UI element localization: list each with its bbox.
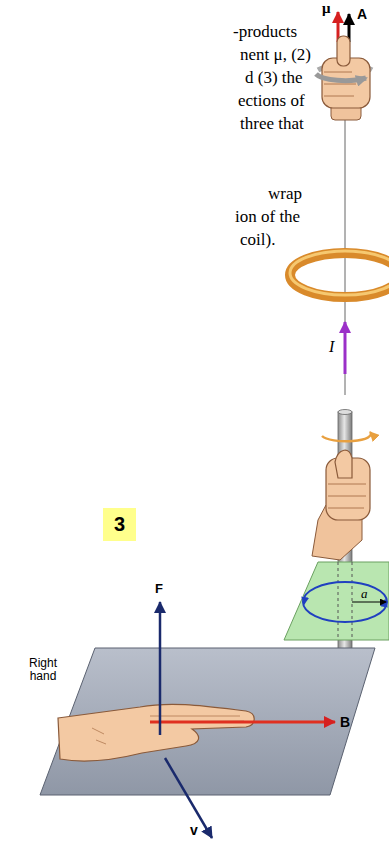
radius-label: a bbox=[361, 587, 368, 602]
field-circle bbox=[303, 582, 387, 622]
current-arrow bbox=[344, 322, 347, 374]
vector-label: F bbox=[155, 582, 163, 597]
force-arrow bbox=[159, 602, 162, 735]
callout-number: 3 bbox=[114, 513, 125, 536]
flat-hand bbox=[58, 704, 254, 761]
vector-label: μ bbox=[322, 0, 331, 17]
finger-lines bbox=[324, 72, 356, 96]
field-arrowhead bbox=[384, 600, 385, 606]
callout-box: 3 bbox=[103, 508, 136, 541]
plate bbox=[40, 648, 375, 795]
field-plane bbox=[284, 562, 389, 640]
velocity-arrow bbox=[165, 758, 212, 838]
wire-end bbox=[338, 410, 352, 415]
radius-line bbox=[352, 602, 386, 603]
slide-text: nent μ, (2) bbox=[240, 45, 311, 65]
thumb bbox=[337, 36, 350, 66]
field-arrowhead bbox=[304, 598, 305, 604]
slide-text: -products bbox=[233, 22, 297, 42]
slide-text: coil). bbox=[240, 230, 275, 250]
curl-arrow bbox=[316, 74, 366, 81]
wire-hidden bbox=[338, 562, 352, 640]
vector-label: v bbox=[190, 822, 198, 838]
slide-text: wrap bbox=[268, 184, 302, 204]
palm bbox=[58, 704, 254, 761]
current-loop bbox=[290, 251, 389, 297]
field-arrow bbox=[150, 721, 335, 724]
slide-text: d (3) the bbox=[245, 68, 303, 88]
vector-label: B bbox=[340, 714, 350, 730]
wrist-lines bbox=[92, 728, 106, 744]
slide-text: ion of the bbox=[235, 207, 300, 227]
finger-lines bbox=[328, 484, 366, 508]
slide-text: three that bbox=[240, 114, 304, 134]
loop-highlight bbox=[290, 251, 389, 295]
hand-label: Right hand bbox=[22, 657, 64, 683]
thumb bbox=[335, 450, 352, 478]
field-curl-arrow bbox=[322, 432, 371, 441]
vector-label: I bbox=[329, 338, 334, 356]
slide-text: ections of bbox=[238, 91, 305, 111]
gripping-hand bbox=[312, 450, 370, 560]
vector-label: A bbox=[357, 6, 367, 22]
